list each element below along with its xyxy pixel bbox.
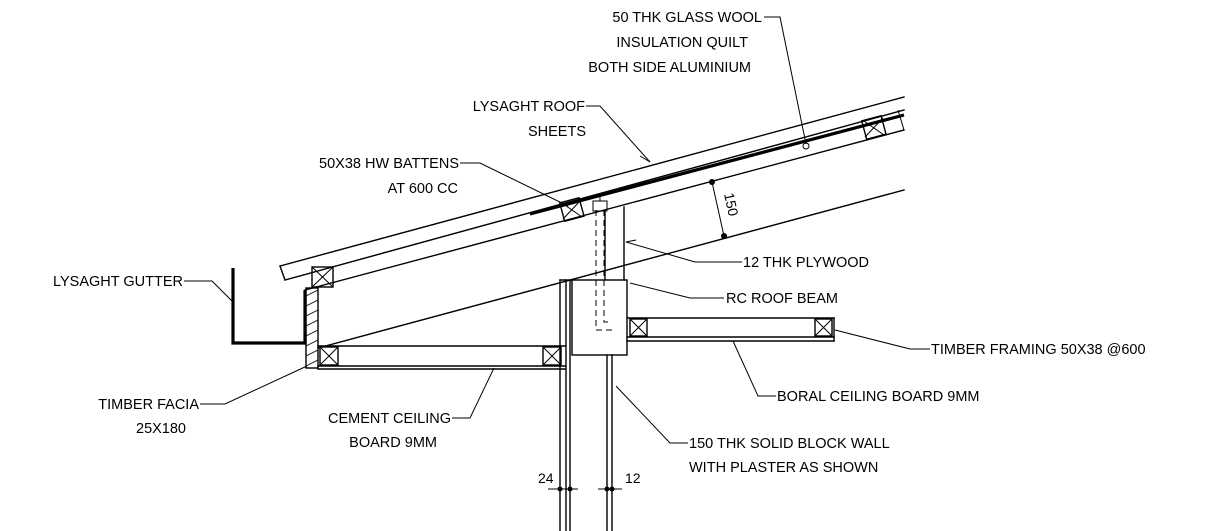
label-rc-beam: RC ROOF BEAM — [726, 291, 838, 307]
dimension-roof-depth: 150 — [709, 179, 742, 239]
dimension-plaster: 24 12 — [538, 470, 641, 492]
label-cement-board: CEMENT CEILING BOARD 9MM — [328, 411, 451, 451]
svg-text:LYSAGHT ROOF: LYSAGHT ROOF — [473, 99, 585, 115]
batten-middle — [558, 196, 585, 223]
label-timber-framing: TIMBER FRAMING 50X38 @600 — [931, 342, 1146, 358]
svg-text:SHEETS: SHEETS — [528, 124, 586, 140]
label-boral-board: BORAL CEILING BOARD 9MM — [777, 389, 980, 405]
rc-roof-beam — [571, 196, 628, 356]
svg-text:WITH PLASTER AS SHOWN: WITH PLASTER AS SHOWN — [689, 460, 878, 476]
lysaght-gutter — [231, 268, 307, 345]
svg-text:BOARD 9MM: BOARD 9MM — [349, 435, 437, 451]
dimension-label-12: 12 — [625, 470, 641, 486]
svg-text:50 THK GLASS WOOL: 50 THK GLASS WOOL — [612, 10, 762, 26]
svg-text:50X38 HW BATTENS: 50X38 HW BATTENS — [319, 156, 459, 172]
svg-text:BOTH SIDE ALUMINIUM: BOTH SIDE ALUMINIUM — [588, 60, 751, 76]
batten-left — [311, 266, 334, 288]
plywood-soffit — [317, 189, 905, 349]
svg-text:CEMENT CEILING: CEMENT CEILING — [328, 411, 451, 427]
svg-text:TIMBER FRAMING 50X38 @600: TIMBER FRAMING 50X38 @600 — [931, 342, 1146, 358]
svg-text:TIMBER FACIA: TIMBER FACIA — [98, 397, 199, 413]
svg-text:INSULATION QUILT: INSULATION QUILT — [616, 35, 748, 51]
boral-ceiling-board — [626, 317, 835, 342]
timber-post — [604, 206, 625, 281]
svg-text:LYSAGHT GUTTER: LYSAGHT GUTTER — [53, 274, 183, 290]
svg-text:150 THK SOLID BLOCK WALL: 150 THK SOLID BLOCK WALL — [689, 436, 890, 452]
timber-facia — [305, 287, 319, 369]
label-block-wall: 150 THK SOLID BLOCK WALL WITH PLASTER AS… — [689, 436, 890, 476]
label-battens: 50X38 HW BATTENS AT 600 CC — [319, 156, 459, 197]
svg-text:RC ROOF BEAM: RC ROOF BEAM — [726, 291, 838, 307]
cement-ceiling-board — [317, 345, 566, 370]
svg-text:AT 600 CC: AT 600 CC — [388, 181, 458, 197]
svg-text:25X180: 25X180 — [136, 421, 186, 437]
block-wall — [559, 279, 613, 531]
dimension-label-24: 24 — [538, 470, 554, 486]
label-roof-sheets: LYSAGHT ROOF SHEETS — [473, 99, 586, 140]
leader-lines — [184, 16, 930, 444]
svg-text:BORAL CEILING BOARD 9MM: BORAL CEILING BOARD 9MM — [777, 389, 980, 405]
label-gutter: LYSAGHT GUTTER — [53, 274, 183, 290]
batten-right — [860, 114, 887, 141]
label-timber-facia: TIMBER FACIA 25X180 — [98, 397, 199, 437]
label-glass-wool: 50 THK GLASS WOOL INSULATION QUILT BOTH … — [588, 10, 762, 76]
label-plywood: 12 THK PLYWOOD — [743, 255, 869, 271]
svg-text:12 THK PLYWOOD: 12 THK PLYWOOD — [743, 255, 869, 271]
dimension-label-150: 150 — [721, 191, 742, 217]
